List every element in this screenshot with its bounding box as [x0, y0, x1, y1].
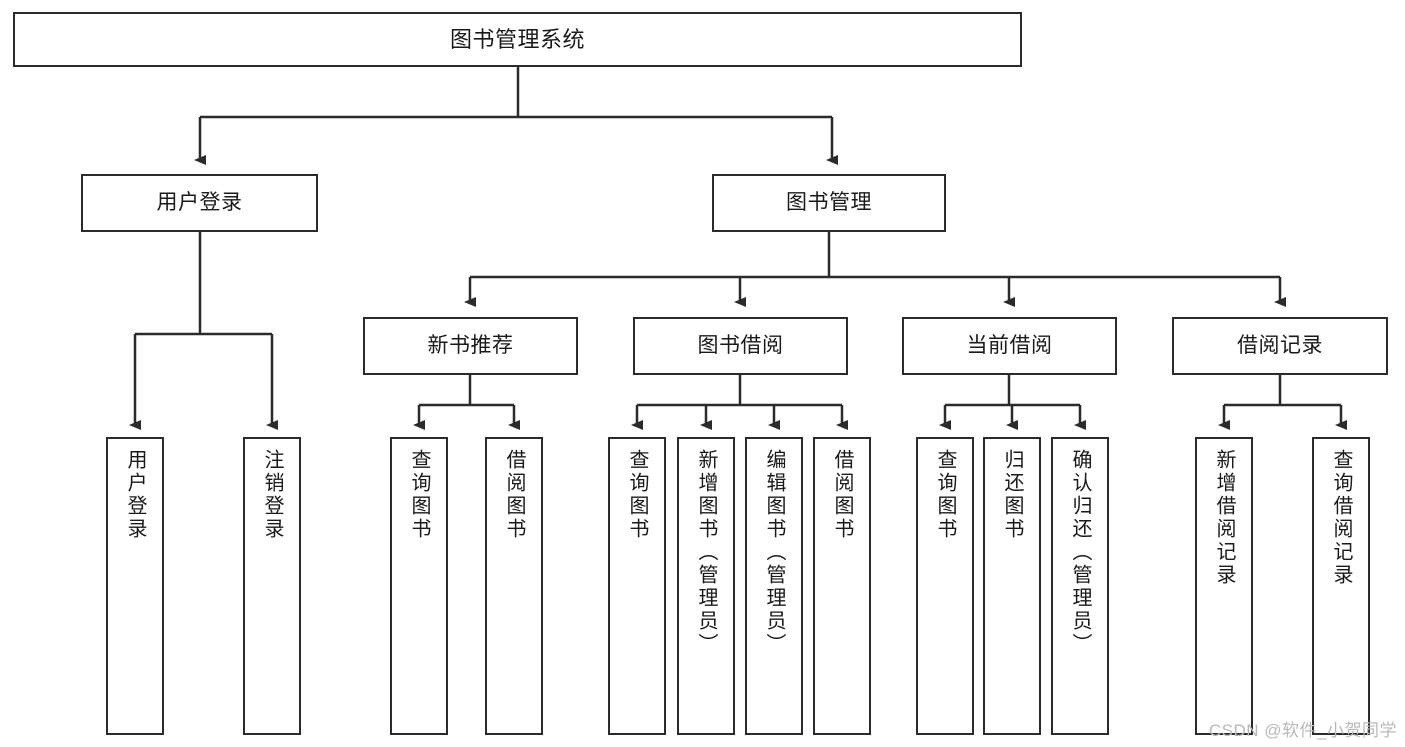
- node-new-book-recommend[interactable]: 新书推荐: [363, 317, 578, 375]
- node-label: 借阅图书: [831, 449, 853, 541]
- node-label: 新书推荐: [427, 333, 514, 357]
- node-label: 编辑图书（管理员）: [763, 449, 785, 656]
- watermark: CSDN @软件_小贺同学: [1208, 721, 1397, 740]
- node-book-borrow[interactable]: 图书借阅: [633, 317, 848, 375]
- node-label: 查询图书: [934, 449, 956, 541]
- node-leaf-logout[interactable]: 注销登录: [243, 437, 301, 735]
- node-label: 新增图书（管理员）: [695, 449, 717, 656]
- node-leaf-borrow-book[interactable]: 借阅图书: [813, 437, 871, 735]
- node-label: 图书管理系统: [449, 26, 585, 52]
- node-current-borrow[interactable]: 当前借阅: [902, 317, 1117, 375]
- node-book-management[interactable]: 图书管理: [712, 174, 946, 232]
- node-label: 查询图书: [626, 449, 648, 541]
- node-label: 图书管理: [786, 190, 872, 214]
- node-label: 注销登录: [261, 449, 283, 541]
- node-label: 归还图书: [1001, 449, 1023, 541]
- node-label: 查询借阅记录: [1330, 449, 1352, 587]
- node-label: 用户登录: [156, 190, 243, 214]
- node-label: 借阅记录: [1237, 333, 1323, 357]
- node-label: 用户登录: [124, 449, 146, 541]
- node-borrow-record[interactable]: 借阅记录: [1172, 317, 1388, 375]
- node-user-login[interactable]: 用户登录: [81, 174, 318, 232]
- node-leaf-query-book-borrow[interactable]: 查询图书: [608, 437, 666, 735]
- node-leaf-edit-book-admin[interactable]: 编辑图书（管理员）: [745, 437, 803, 735]
- node-leaf-add-book-admin[interactable]: 新增图书（管理员）: [677, 437, 735, 735]
- node-label: 新增借阅记录: [1213, 449, 1235, 587]
- node-root-system[interactable]: 图书管理系统: [13, 12, 1022, 67]
- node-leaf-query-book-current[interactable]: 查询图书: [916, 437, 974, 735]
- node-leaf-return-book[interactable]: 归还图书: [983, 437, 1041, 735]
- node-leaf-user-login[interactable]: 用户登录: [106, 437, 164, 735]
- node-label: 借阅图书: [503, 449, 525, 541]
- node-leaf-borrow-book-recommend[interactable]: 借阅图书: [485, 437, 543, 735]
- node-leaf-query-book-recommend[interactable]: 查询图书: [390, 437, 448, 735]
- node-leaf-add-borrow-record[interactable]: 新增借阅记录: [1195, 437, 1253, 735]
- node-label: 确认归还（管理员）: [1069, 449, 1091, 656]
- node-leaf-confirm-return-admin[interactable]: 确认归还（管理员）: [1051, 437, 1109, 735]
- node-label: 图书借阅: [697, 333, 784, 357]
- node-label: 查询图书: [408, 449, 430, 541]
- node-leaf-query-borrow-record[interactable]: 查询借阅记录: [1312, 437, 1370, 735]
- node-label: 当前借阅: [966, 333, 1053, 357]
